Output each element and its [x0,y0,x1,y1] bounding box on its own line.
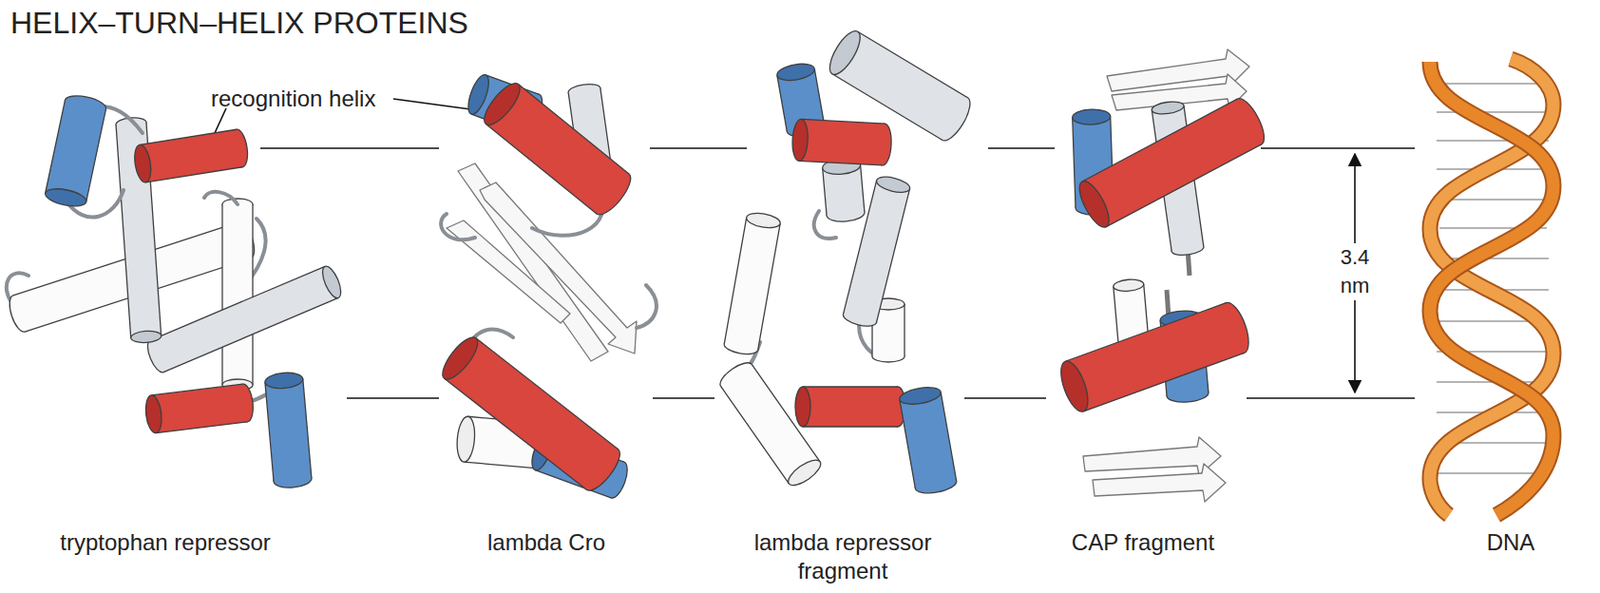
loop [440,190,657,352]
lambda-cro-model [437,72,657,500]
loop [66,106,286,403]
recognition-helix [478,77,637,220]
beta-strand [1083,437,1221,476]
protein-name: lambda repressor fragment [728,528,957,586]
dna-double-helix [1429,58,1554,515]
tryptophan-repressor-model [5,93,344,490]
beta-strand [1092,463,1226,502]
guide-line [346,397,439,400]
dna-strand [1429,58,1554,515]
dimension-label: 3.4 nm [1331,243,1379,301]
molecule-name: DNA [1453,528,1568,557]
diagram-title: HELIX–TURN–HELIX PROTEINS [10,3,469,42]
helix [264,371,312,490]
recognition-helix [791,118,893,166]
guide-line [1246,397,1415,400]
helix [144,264,345,376]
protein-name: CAP fragment [1038,528,1248,557]
helix [723,210,781,357]
guide-line [652,397,715,400]
guide-line [964,397,1047,400]
guide-line [988,147,1055,150]
cap-fragment-model [1055,49,1271,502]
helix [222,198,253,391]
helix [43,93,108,210]
callout-label: recognition helix [210,84,401,114]
helix [897,384,958,496]
recognition-helix [143,382,255,434]
leader-line [214,108,227,134]
dna-strand [1429,61,1554,515]
dna-strand [1429,61,1554,515]
protein-name: lambda Cro [441,528,651,557]
lambda-repressor-model [716,26,976,496]
dna-strand [1429,58,1554,515]
guide-line [649,147,747,150]
recognition-helix [1073,94,1270,231]
guide-line [260,147,439,150]
recognition-helix [132,128,250,184]
helix [821,156,866,223]
recognition-helix [1055,299,1255,416]
guide-line [1260,147,1415,150]
protein-name: tryptophan repressor [8,528,323,557]
recognition-helix [437,332,627,496]
recognition-helix [795,386,906,427]
